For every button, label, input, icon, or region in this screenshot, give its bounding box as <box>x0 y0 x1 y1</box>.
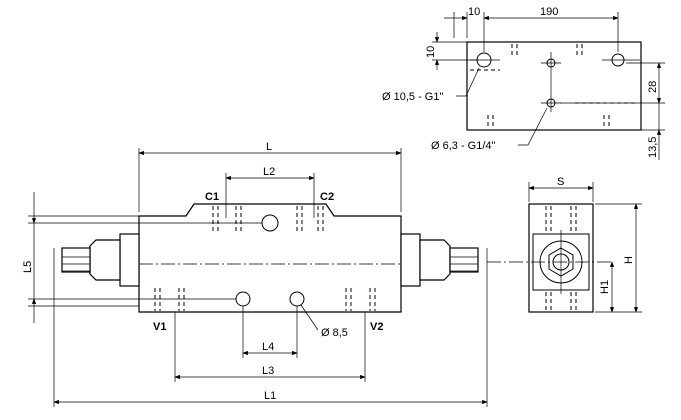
dim-L4: L4 <box>262 341 274 353</box>
hole-diameter-callout: Ø 8,5 <box>321 327 348 339</box>
left-cartridge <box>119 233 140 287</box>
right-cartridge <box>400 233 421 287</box>
dim-L3: L3 <box>262 365 274 377</box>
dim-10-horizontal: 10 <box>468 6 480 18</box>
dim-10-vertical: 10 <box>425 46 437 58</box>
dim-H: H <box>623 256 635 264</box>
top-view: 10 190 10 28 13,5 Ø 10,5 - G1" Ø 6,3 - G… <box>382 6 665 160</box>
valve-body <box>138 203 402 313</box>
dim-13-5: 13,5 <box>647 137 659 158</box>
dim-L1: L1 <box>264 390 276 402</box>
port-c2-label: C2 <box>320 191 334 203</box>
top-view-body <box>466 41 642 131</box>
dim-190: 190 <box>540 6 558 18</box>
dim-L2: L2 <box>263 166 275 178</box>
dim-H1: H1 <box>599 280 611 294</box>
large-hole-callout: Ø 10,5 - G1" <box>382 91 443 103</box>
port-v2-label: V2 <box>370 321 383 333</box>
port-v1-label: V1 <box>153 321 166 333</box>
dim-S: S <box>557 176 564 188</box>
port-c1-label: C1 <box>205 191 219 203</box>
dim-28: 28 <box>647 81 659 93</box>
dim-L5: L5 <box>22 261 34 273</box>
front-view: C1 C2 V1 V2 L L2 L4 L3 L1 <box>22 141 488 407</box>
side-view: S H H1 <box>487 176 642 313</box>
small-hole-callout: Ø 6,3 - G1/4" <box>431 140 496 152</box>
dim-L: L <box>266 141 272 153</box>
